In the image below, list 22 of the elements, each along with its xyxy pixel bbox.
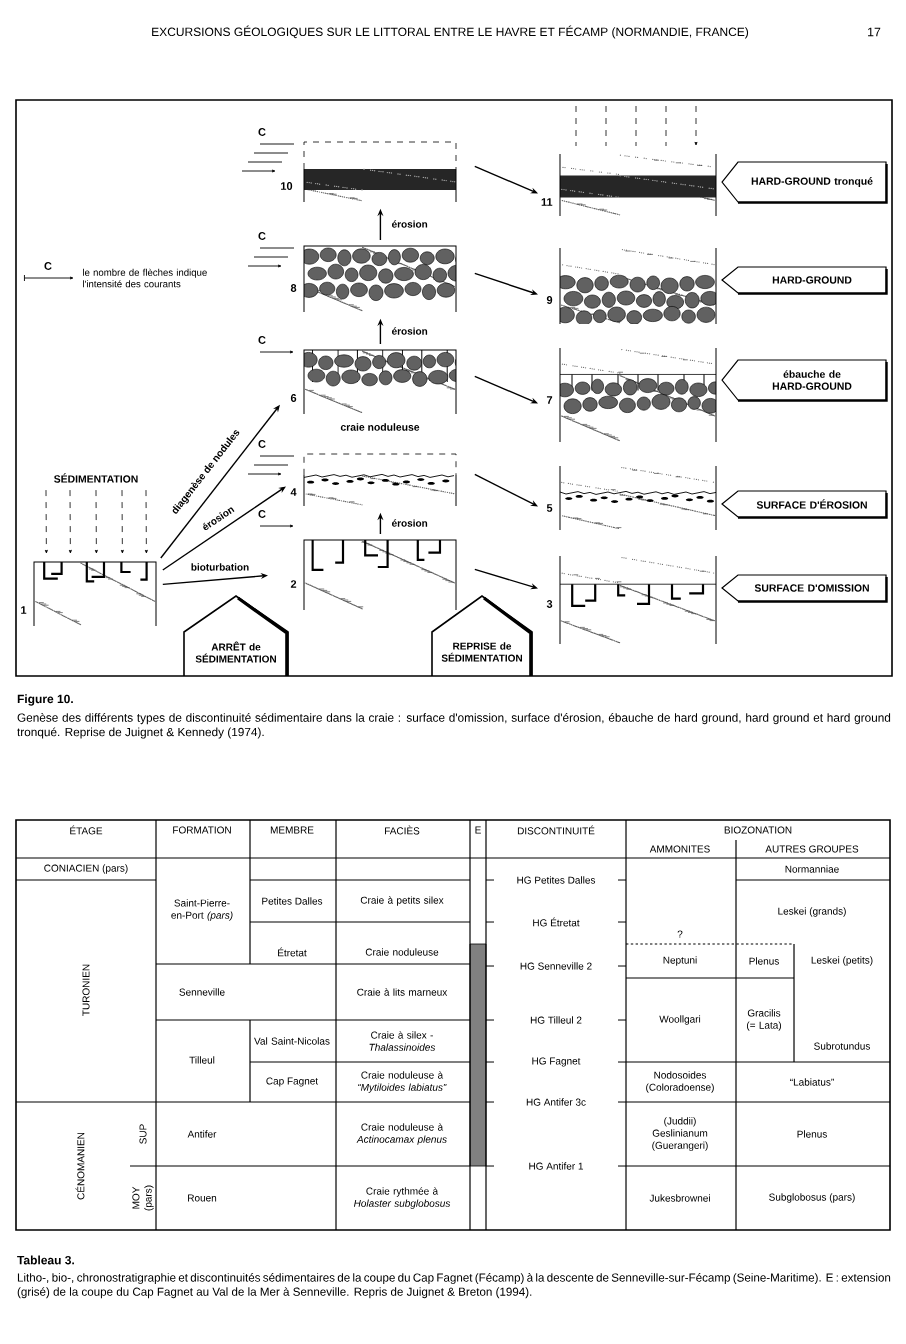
sediment-block-drawing: [33, 561, 157, 627]
sediment-block-drawing: [303, 349, 457, 415]
sediment-block-drawing: [303, 245, 457, 313]
sediment-block-drawing: [559, 347, 717, 443]
arrow: [474, 165, 538, 194]
sediment-block-drawing: [303, 453, 457, 507]
arrow: [94, 489, 98, 554]
sediment-block-drawing: [559, 465, 717, 531]
sediment-block-drawing: [559, 153, 717, 217]
arrow: [162, 572, 268, 586]
arrow: [120, 489, 124, 554]
arrow: [474, 272, 538, 295]
arrow: [474, 473, 538, 507]
sediment-block-drawing: [559, 555, 717, 645]
arrow: [474, 375, 538, 404]
arrow: [162, 486, 286, 571]
arrow: [144, 489, 148, 554]
sediment-block-drawing: [303, 539, 457, 611]
sediment-block-drawing: [303, 141, 457, 203]
arrow: [68, 489, 72, 554]
sediment-block-drawing: [559, 247, 717, 325]
arrow: [44, 489, 48, 554]
